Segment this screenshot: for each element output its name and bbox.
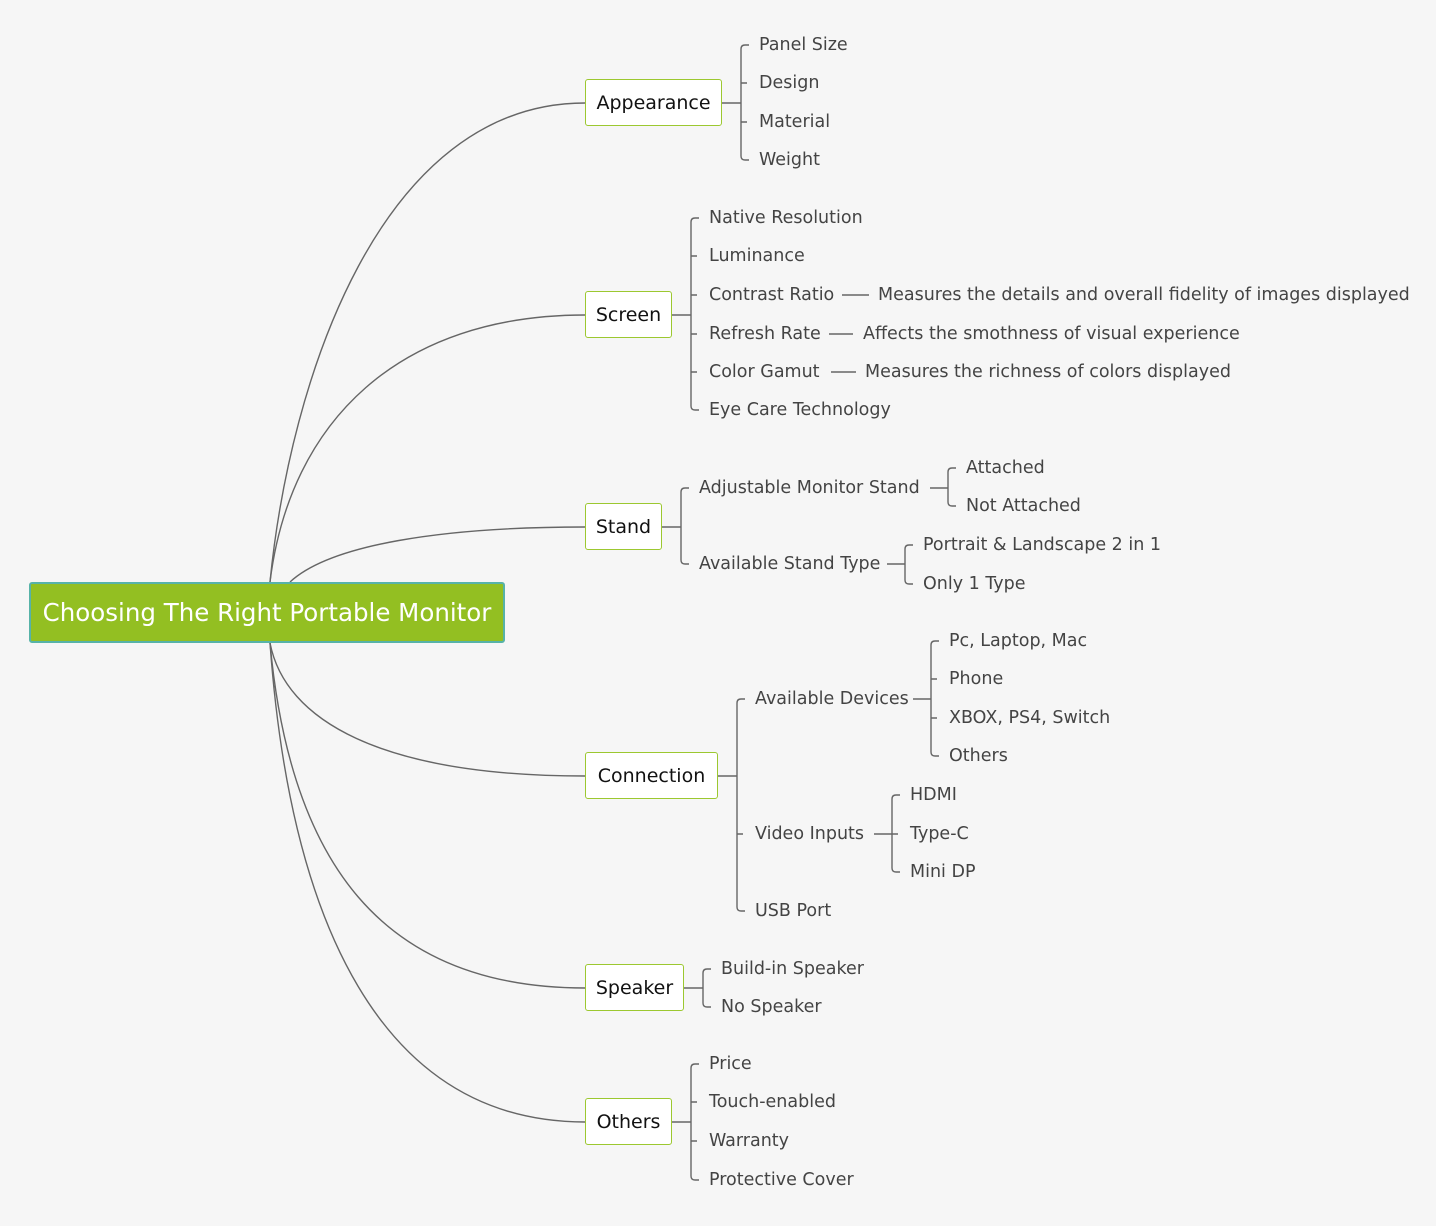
branch-speaker[interactable]: Speaker [585, 964, 684, 1011]
branch-stand[interactable]: Stand [585, 503, 662, 550]
leaf-price[interactable]: Price [709, 1054, 752, 1074]
leaf-pc-laptop-mac[interactable]: Pc, Laptop, Mac [949, 631, 1088, 651]
leaf-refresh-rate[interactable]: Refresh Rate [709, 324, 821, 344]
leaf-portrait-landscape[interactable]: Portrait & Landscape 2 in 1 [923, 535, 1162, 555]
leaf-not-attached[interactable]: Not Attached [966, 496, 1081, 516]
root-topic[interactable]: Choosing The Right Portable Monitor [29, 582, 505, 643]
leaf-panel-size[interactable]: Panel Size [759, 35, 848, 55]
branch-appearance[interactable]: Appearance [585, 79, 722, 126]
note-contrast-ratio[interactable]: Measures the details and overall fidelit… [878, 285, 1410, 305]
leaf-video-inputs[interactable]: Video Inputs [755, 824, 865, 844]
leaf-protective-cover[interactable]: Protective Cover [709, 1170, 854, 1190]
leaf-eye-care-technology[interactable]: Eye Care Technology [709, 400, 891, 420]
leaf-usb-port[interactable]: USB Port [755, 901, 832, 921]
link-connection [269, 642, 586, 777]
note-refresh-rate[interactable]: Affects the smothness of visual experien… [863, 324, 1240, 344]
leaf-attached[interactable]: Attached [966, 458, 1045, 478]
link-others [269, 642, 586, 1123]
leaf-build-in-speaker[interactable]: Build-in Speaker [721, 959, 864, 979]
note-color-gamut[interactable]: Measures the richness of colors displaye… [865, 362, 1231, 382]
leaf-material[interactable]: Material [759, 112, 831, 132]
branch-others[interactable]: Others [585, 1098, 672, 1145]
leaf-luminance[interactable]: Luminance [709, 246, 805, 266]
leaf-native-resolution[interactable]: Native Resolution [709, 208, 863, 228]
leaf-design[interactable]: Design [759, 73, 820, 93]
leaf-available-devices[interactable]: Available Devices [755, 689, 909, 709]
leaf-weight[interactable]: Weight [759, 150, 820, 170]
leaf-type-c[interactable]: Type-C [910, 824, 969, 844]
leaf-no-speaker[interactable]: No Speaker [721, 997, 822, 1017]
leaf-others-devices[interactable]: Others [949, 746, 1008, 766]
leaf-touch-enabled[interactable]: Touch-enabled [709, 1092, 836, 1112]
leaf-hdmi[interactable]: HDMI [910, 785, 957, 805]
leaf-available-stand-type[interactable]: Available Stand Type [699, 554, 881, 574]
leaf-xbox-ps4-switch[interactable]: XBOX, PS4, Switch [949, 708, 1111, 728]
leaf-color-gamut[interactable]: Color Gamut [709, 362, 820, 382]
leaf-phone[interactable]: Phone [949, 669, 1004, 689]
leaf-warranty[interactable]: Warranty [709, 1131, 790, 1151]
branch-connection[interactable]: Connection [585, 752, 718, 799]
leaf-contrast-ratio[interactable]: Contrast Ratio [709, 285, 835, 305]
link-speaker [269, 642, 586, 989]
leaf-adjustable-monitor-stand[interactable]: Adjustable Monitor Stand [699, 478, 920, 498]
link-screen [269, 314, 586, 583]
leaf-only-1-type[interactable]: Only 1 Type [923, 574, 1026, 594]
link-appearance [269, 102, 586, 583]
link-stand [289, 526, 586, 583]
branch-screen[interactable]: Screen [585, 291, 672, 338]
leaf-mini-dp[interactable]: Mini DP [910, 862, 976, 882]
